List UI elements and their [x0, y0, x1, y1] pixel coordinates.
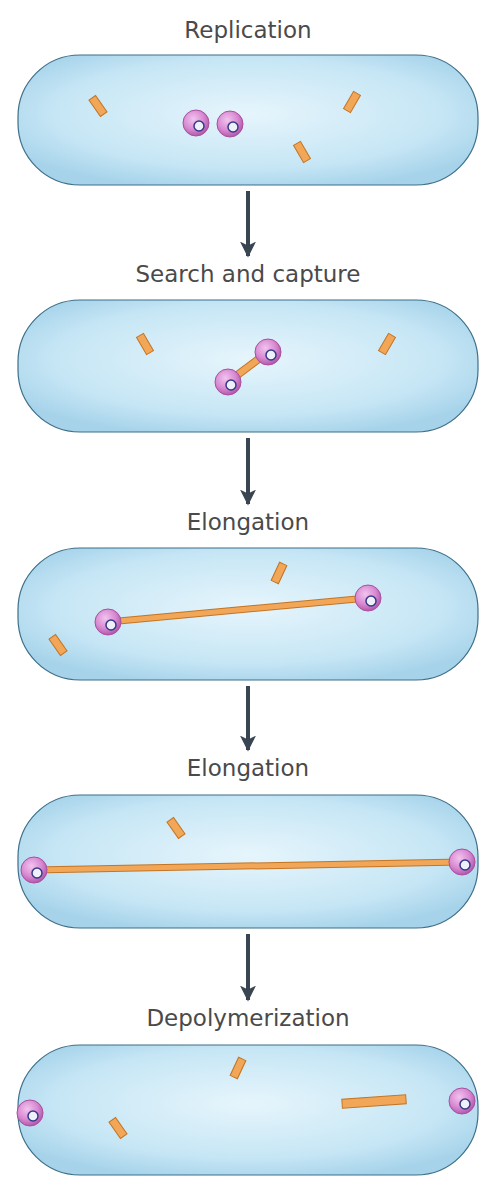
flow-arrow: [246, 438, 250, 504]
filaments: [34, 91, 462, 1138]
cell-stage: Replication: [18, 14, 478, 185]
stage-label: Depolymerization: [18, 1002, 478, 1034]
flow-arrow: [246, 191, 250, 256]
cell-stage: Search and capture: [18, 258, 478, 432]
cell-stage: Elongation: [18, 506, 478, 680]
cell-stage: Depolymerization: [18, 1002, 478, 1175]
stage-label: Search and capture: [18, 258, 478, 290]
stage-label: Elongation: [18, 752, 478, 784]
cell-bodies: [18, 55, 478, 1175]
flow-arrow: [246, 934, 250, 1000]
cell-stage: Elongation: [18, 752, 478, 928]
stage-label: Replication: [18, 14, 478, 46]
flow-arrow: [246, 686, 250, 750]
stage-label: Elongation: [18, 506, 478, 538]
